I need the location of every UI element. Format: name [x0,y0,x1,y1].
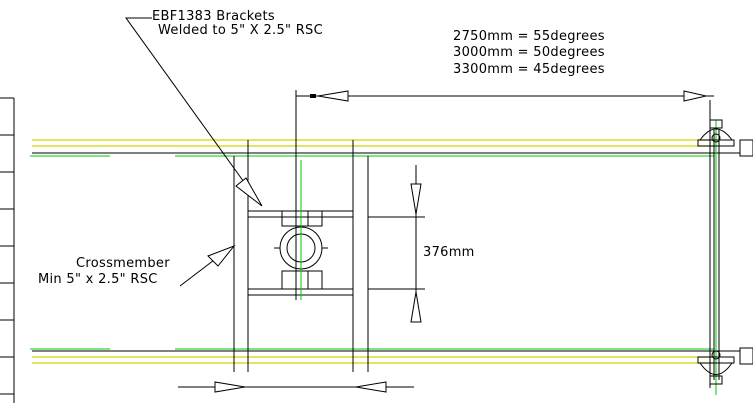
crossmember-leader [179,244,236,287]
brackets-leader [125,17,263,207]
bracket-label-line2: Welded to 5" X 2.5" RSC [158,23,323,38]
angle-table-row: 2750mm = 55degrees [453,29,605,44]
bottom-shackle-icon [697,350,735,385]
angle-table-row: 3300mm = 45degrees [453,62,605,77]
bottom-frame-rail [30,348,714,364]
top-frame-rail [30,139,714,157]
top-length-dimension [296,90,714,102]
crossmember-width-dimension [178,381,414,393]
top-shackle-icon [697,119,735,147]
bracket-spacing-dimension [368,165,425,323]
angle-table-row: 3000mm = 50degrees [453,45,605,60]
left-edge-table [0,97,15,403]
crossmember-label-line2: Min 5" x 2.5" RSC [38,272,158,287]
dimension-376-label: 376mm [423,245,475,260]
right-end-assembly [668,100,753,388]
bracket-label-line1: EBF1383 Brackets [152,9,275,24]
crossmember [233,140,369,372]
crossmember-label-line1: Crossmember [76,256,170,271]
